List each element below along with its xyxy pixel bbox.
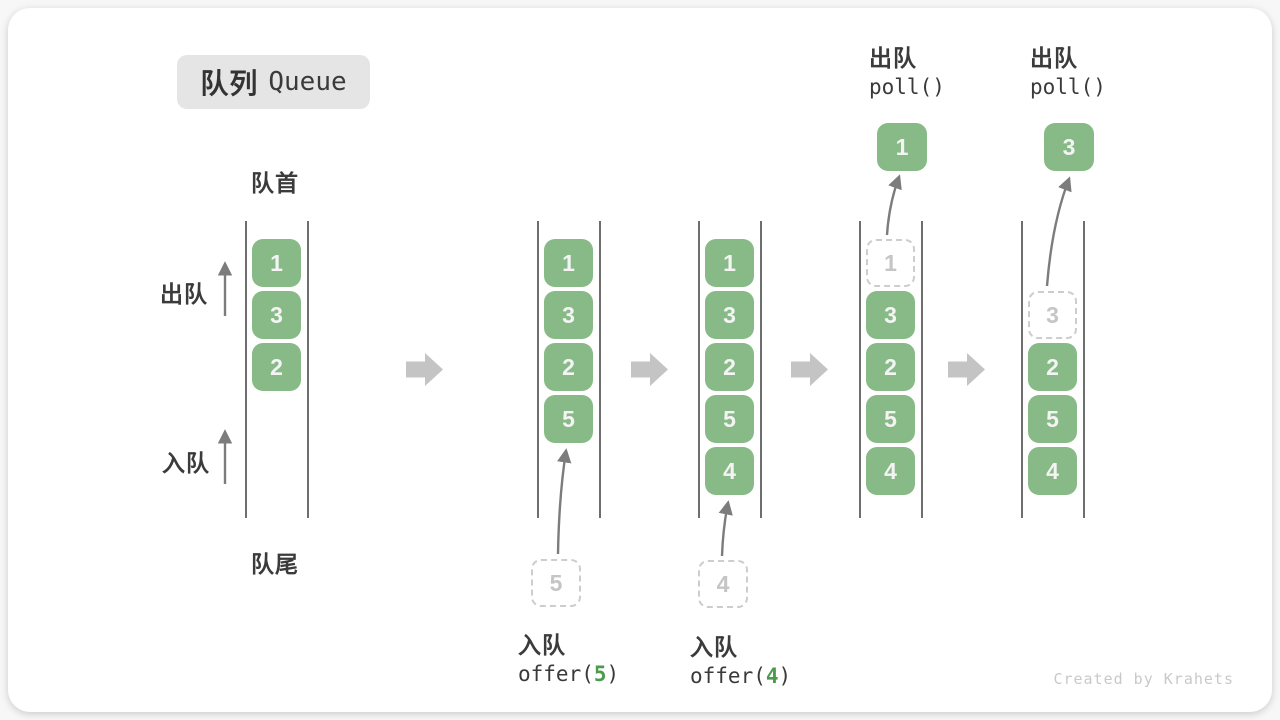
queue-state-2-element-5: 5 [544,395,593,443]
watermark-credit: Created by Krahets [1053,670,1234,688]
step-right-arrow-icon [406,353,443,386]
queue-front-label: 队首 [251,170,299,196]
code-argument-accent: 5 [593,662,607,686]
queue-state-4-left-wall [859,221,861,518]
queue-state-4-right-wall [921,221,923,518]
queue-state-1-left-wall [245,221,247,518]
queue-state-3-element-5: 5 [705,395,754,443]
queue-state-4-element-4: 4 [866,447,915,495]
queue-state-2-operation-label: 入队 [518,632,566,658]
code-fragment: poll() [1030,75,1106,99]
queue-state-3-incoming-element: 4 [698,560,748,608]
queue-state-4-element-2: 2 [866,343,915,391]
queue-state-4-element-3: 3 [866,291,915,339]
queue-state-3-element-1: 1 [705,239,754,287]
queue-state-4-operation-label: 出队 [869,45,917,71]
queue-state-2-left-wall [537,221,539,518]
dequeue-side-label: 出队 [160,281,208,307]
queue-state-2-element-3: 3 [544,291,593,339]
step-right-arrow-icon [791,353,828,386]
queue-state-1-element-3: 3 [252,291,301,339]
queue-state-4-polled-element: 1 [877,123,927,171]
queue-state-5-element-3-removed: 3 [1028,291,1077,339]
enqueue-arrow-state-3-icon [718,500,733,557]
queue-state-2-right-wall [599,221,601,518]
queue-state-5-element-4: 4 [1028,447,1077,495]
queue-state-1-element-2: 2 [252,343,301,391]
queue-state-2-element-1: 1 [544,239,593,287]
queue-state-5-element-5: 5 [1028,395,1077,443]
code-fragment: offer( [518,662,594,686]
dequeue-arrow-state-5-icon [1045,176,1072,287]
code-fragment: ) [606,662,620,686]
queue-state-5-element-2: 2 [1028,343,1077,391]
queue-state-3-left-wall [698,221,700,518]
queue-state-2-element-2: 2 [544,343,593,391]
queue-state-3-element-4: 4 [705,447,754,495]
code-fragment: offer( [690,664,766,688]
title-chinese: 队列 [200,68,259,99]
dequeue-arrow-state-4-icon [885,174,902,236]
code-fragment: poll() [869,75,945,99]
queue-state-1-element-1: 1 [252,239,301,287]
queue-state-3-element-3: 3 [705,291,754,339]
enqueue-arrow-state-2-icon [556,448,572,555]
queue-state-3-operation-label: 入队 [690,634,738,660]
queue-state-4-element-1-removed: 1 [866,239,915,287]
queue-state-5-operation-code: poll() [1030,75,1106,99]
step-right-arrow-icon [948,353,985,386]
queue-state-3-right-wall [760,221,762,518]
queue-state-5-operation-label: 出队 [1030,45,1078,71]
queue-state-4-element-5: 5 [866,395,915,443]
title-box: 队列 Queue [177,55,370,109]
queue-state-5-left-wall [1021,221,1023,518]
queue-state-2-operation-code: offer(5) [518,662,619,686]
queue-state-2-incoming-element: 5 [531,559,581,607]
code-argument-accent: 4 [765,664,779,688]
queue-state-3-operation-code: offer(4) [690,664,791,688]
title-english: Queue [268,67,347,97]
queue-state-5-polled-element: 3 [1044,123,1094,171]
queue-state-4-operation-code: poll() [869,75,945,99]
queue-state-3-element-2: 2 [705,343,754,391]
queue-rear-label: 队尾 [251,551,299,577]
step-right-arrow-icon [631,353,668,386]
enqueue-side-label: 入队 [162,450,210,476]
queue-state-5-right-wall [1083,221,1085,518]
code-fragment: ) [778,664,792,688]
queue-state-1-right-wall [307,221,309,518]
